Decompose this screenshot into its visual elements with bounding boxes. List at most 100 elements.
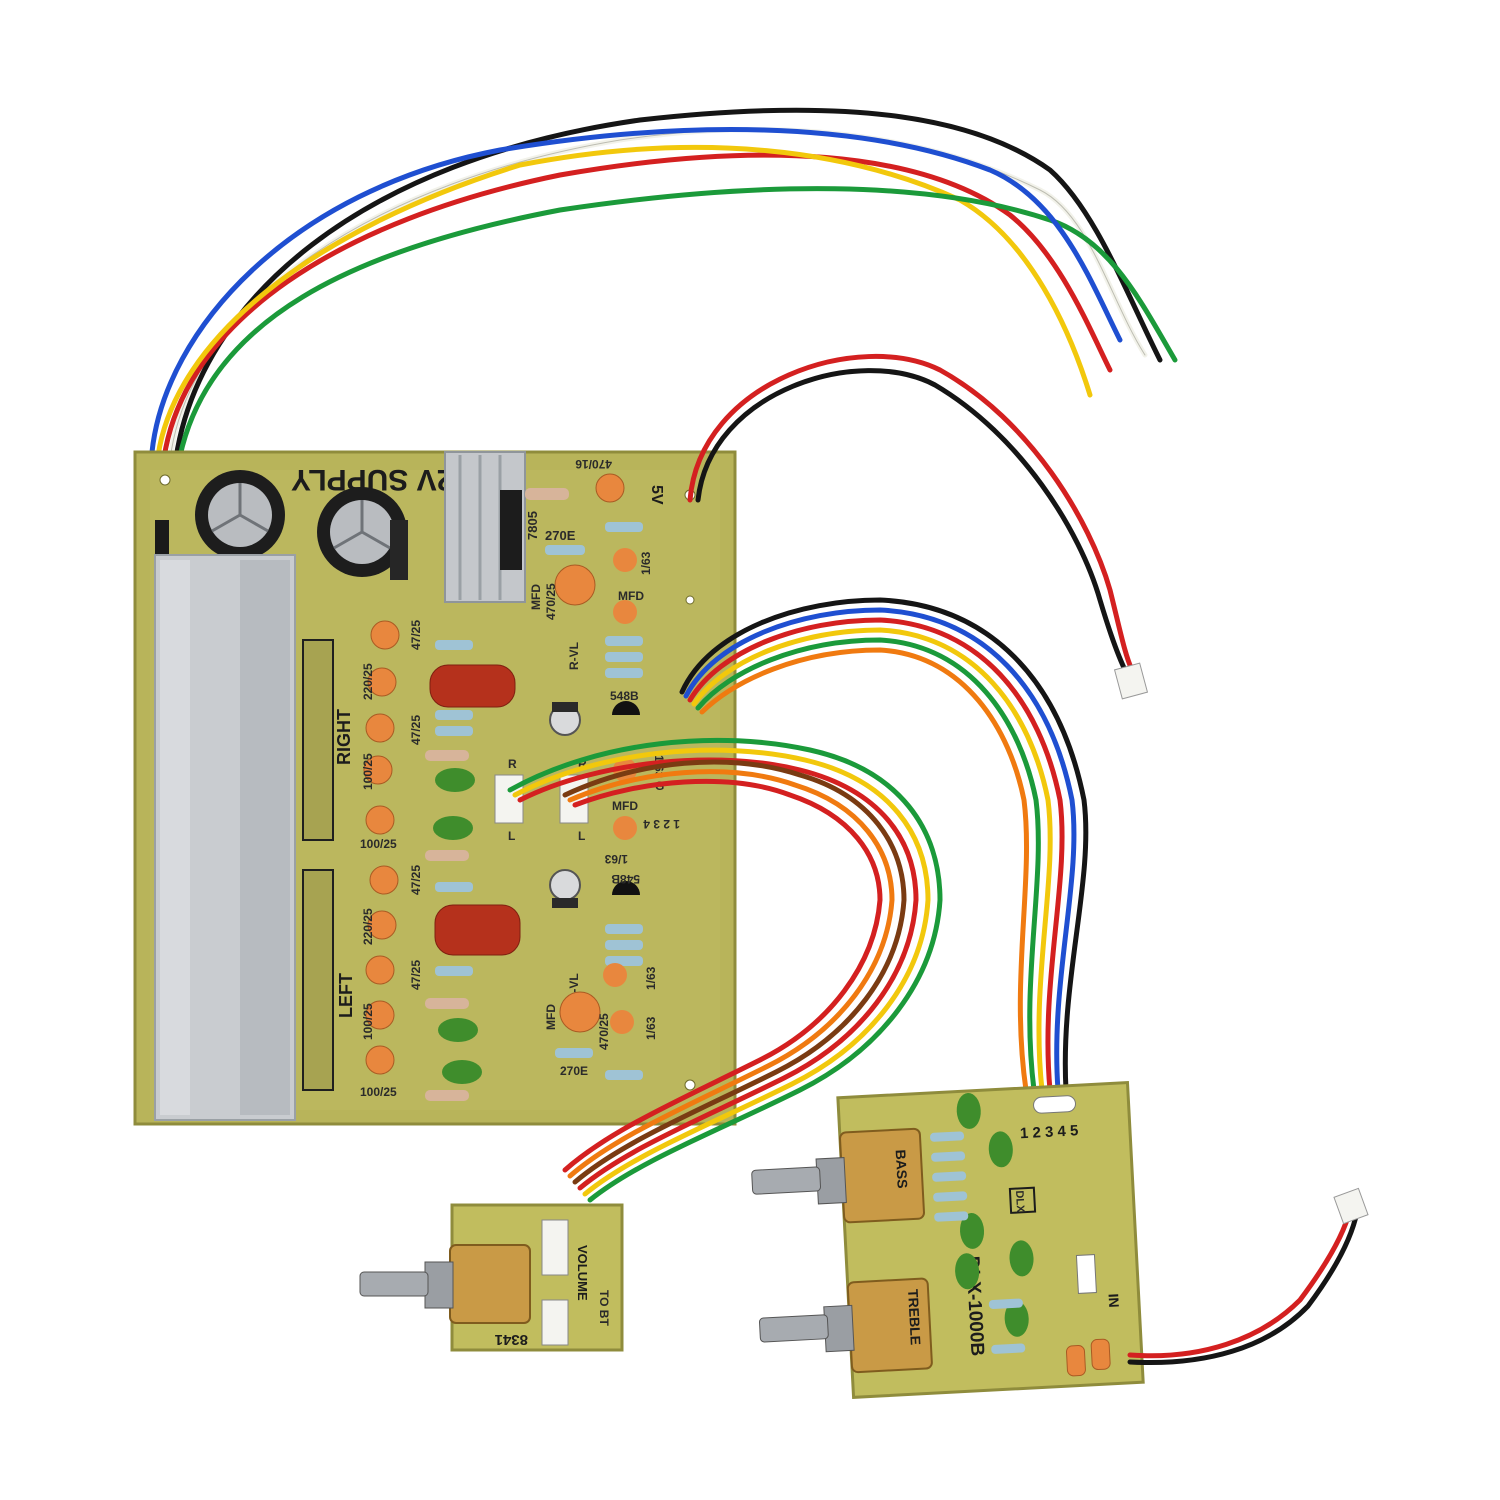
r-vl-label: R-VL: [567, 642, 581, 670]
ceramic-capacitor: [438, 1018, 478, 1042]
dlx-logo: DLX: [1013, 1190, 1026, 1213]
svg-text:R: R: [508, 757, 517, 771]
mfd-capacitor: [554, 564, 596, 606]
tone-slot: [1033, 1095, 1076, 1114]
resistor: [525, 488, 569, 500]
tone-input-slot: [1075, 1254, 1097, 1294]
cap-470-16: [595, 473, 625, 503]
heatsink-bar: [154, 554, 296, 1121]
trim-pot-right: [549, 702, 581, 736]
trim-pot-left: [549, 869, 581, 908]
left-channel-caps: [365, 865, 399, 1075]
cap-small: [603, 963, 627, 987]
treble-knob-shaft[interactable]: [759, 1314, 829, 1343]
cap-small: [610, 1010, 634, 1034]
volume-ribbon-cable: [507, 737, 943, 1203]
amp-ic-left: [302, 869, 334, 1091]
film-capacitor: [429, 664, 516, 708]
transistor-548b: [612, 881, 640, 895]
bass-potentiometer[interactable]: [750, 1127, 925, 1228]
cap-small: [613, 816, 637, 840]
pin-numbers: 1 2 3 4: [643, 817, 680, 831]
regulator-label: 7805: [525, 511, 540, 540]
output-voltage-label: 5V: [648, 485, 665, 505]
transistor-548b: [612, 701, 640, 715]
tone-resistors: [930, 1131, 1026, 1354]
ceramic-capacitor: [433, 816, 473, 840]
cap-100-25-label: 100/25: [361, 1003, 375, 1040]
cap-470-16-label: 470/16: [575, 457, 612, 471]
transistor-548b-label: 548B: [611, 872, 640, 886]
bass-knob-shaft[interactable]: [751, 1166, 822, 1195]
tone-ribbon-cable: [679, 597, 1089, 1093]
tone-input-cable: [1127, 1207, 1360, 1366]
cap-100-25-label: 100/25: [361, 753, 375, 790]
amp-ic-right: [302, 639, 334, 841]
bass-label: BASS: [893, 1149, 911, 1189]
5v-output-cable: [687, 354, 1135, 675]
mfd-1-63-label: 1/63: [644, 1016, 658, 1040]
mfd-label: MFD: [618, 589, 644, 603]
mfd-label: MFD: [529, 584, 543, 610]
in-label: IN: [1106, 1293, 1123, 1308]
dlx-logo-box: [1008, 1186, 1037, 1214]
cap-small: [613, 600, 637, 624]
resistor-array: [425, 522, 643, 1101]
volume-code: 8341: [495, 1331, 528, 1348]
mfd-label: MFD: [544, 1004, 558, 1030]
cap-47-25-label: 47/25: [409, 620, 423, 650]
mfd-470-25-label: 470/25: [597, 1013, 611, 1050]
mount-hole: [685, 595, 695, 605]
left-channel-label: LEFT: [336, 973, 356, 1018]
to-bt-label: TO BT: [597, 1290, 611, 1326]
resistor: [545, 545, 585, 555]
cap-220-25-label: 220/25: [361, 663, 375, 700]
treble-potentiometer[interactable]: [758, 1277, 933, 1377]
film-capacitor: [434, 904, 521, 956]
regulator-heatsink: [444, 451, 526, 603]
diode: [155, 520, 169, 560]
mfd-1-63-label: 1/63: [644, 966, 658, 990]
resistor-270e-label: 270E: [545, 528, 576, 543]
right-channel-caps: [363, 620, 400, 835]
cap-47-25-label: 47/25: [409, 715, 423, 745]
tone-control-board: 1 2 3 4 5 BASS TREBLE DLX-1000B DLX: [750, 1081, 1145, 1399]
mfd-1-63-label: 1/63: [604, 852, 628, 866]
cap-47-25-label: 47/25: [409, 865, 423, 895]
tone-input-plug: [1333, 1187, 1369, 1225]
mount-hole: [684, 1079, 696, 1091]
volume-connector: [541, 1219, 569, 1276]
tone-ceramic-caps: [955, 1092, 1034, 1337]
cap-47-25-label: 47/25: [409, 960, 423, 990]
jst-plug: [1113, 662, 1149, 700]
cap-100-25-label: 100/25: [360, 1085, 397, 1099]
filter-capacitor: [317, 487, 408, 580]
mfd-capacitor: [559, 991, 601, 1033]
transistor-548b-label: 548B: [610, 689, 639, 703]
mfd-470-25-label: 470/25: [544, 583, 558, 620]
volume-board: VOLUME TO BT 8341: [359, 1203, 624, 1352]
supply-label: 12V SUPPLY: [291, 463, 470, 496]
right-channel-label: RIGHT: [334, 709, 354, 765]
volume-connector: [541, 1299, 569, 1346]
filter-capacitor: [195, 470, 285, 560]
tone-pins: 1 2 3 4 5: [1020, 1122, 1079, 1142]
cap-small: [613, 548, 637, 572]
tone-output-caps: [1065, 1338, 1111, 1377]
mfd-label: MFD: [612, 799, 638, 813]
cap-100-25-label: 100/25: [360, 837, 397, 851]
power-wire-harness: [149, 107, 1178, 463]
volume-label: VOLUME: [575, 1245, 590, 1301]
volume-potentiometer[interactable]: [359, 1244, 531, 1324]
resistor-270e-label: 270E: [560, 1064, 588, 1078]
treble-label: TREBLE: [905, 1289, 924, 1346]
svg-text:L: L: [578, 829, 585, 843]
volume-knob-shaft[interactable]: [359, 1271, 429, 1297]
svg-text:R: R: [578, 757, 587, 771]
ceramic-capacitor: [442, 1060, 482, 1084]
ceramic-capacitor: [435, 768, 475, 792]
mfd-1-63-label: 1/63: [639, 551, 653, 575]
mount-hole: [159, 474, 171, 486]
cap-220-25-label: 220/25: [361, 908, 375, 945]
